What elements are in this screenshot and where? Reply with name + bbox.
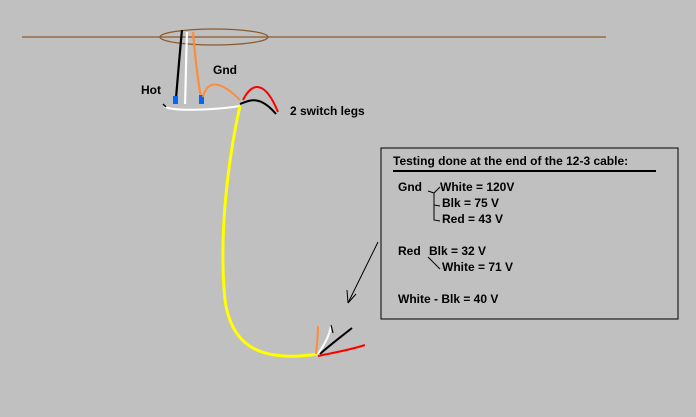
cable-end-wires xyxy=(315,324,366,357)
gnd-bracket xyxy=(433,186,441,222)
end-black-wire xyxy=(319,327,353,355)
red-group-label: Red xyxy=(398,244,421,258)
pointer-arrow xyxy=(346,241,379,304)
hot-label: Hot xyxy=(141,83,161,97)
ceiling-box xyxy=(159,28,269,46)
black-switch-leg xyxy=(239,99,277,115)
hot-wire-nut xyxy=(173,96,178,104)
yellow-12-3-cable xyxy=(221,105,319,358)
gnd-reading-1: White = 120V xyxy=(440,180,514,194)
gnd-reading-2: Blk = 75 V xyxy=(442,196,499,210)
end-orange-wire xyxy=(315,325,319,355)
test-results-box: Testing done at the end of the 12-3 cabl… xyxy=(380,147,679,320)
white-wire-end xyxy=(162,103,167,108)
gnd-reading-3: Red = 43 V xyxy=(442,212,503,226)
white-jumper-wire xyxy=(163,105,241,111)
hot-black-wire xyxy=(174,29,184,99)
switch-legs-label: 2 switch legs xyxy=(290,104,365,118)
red-reading-2: White = 71 V xyxy=(442,260,513,274)
red-bracket xyxy=(427,256,441,270)
red-reading-1: Blk = 32 V xyxy=(429,244,486,258)
end-white-wire xyxy=(317,324,332,355)
gnd-group-label: Gnd xyxy=(398,180,422,194)
neutral-white-wire xyxy=(183,31,189,105)
supply-wires xyxy=(174,29,203,105)
red-switch-leg xyxy=(242,86,279,113)
white-blk-reading: White - Blk = 40 V xyxy=(398,292,498,306)
gnd-orange-loop xyxy=(202,83,241,101)
test-box-title: Testing done at the end of the 12-3 cabl… xyxy=(393,154,628,168)
end-white-tip xyxy=(330,324,334,334)
gnd-orange-wire xyxy=(191,31,203,99)
end-red-wire xyxy=(317,344,366,357)
gnd-label: Gnd xyxy=(213,63,237,77)
gnd-wire-nut xyxy=(199,95,204,104)
